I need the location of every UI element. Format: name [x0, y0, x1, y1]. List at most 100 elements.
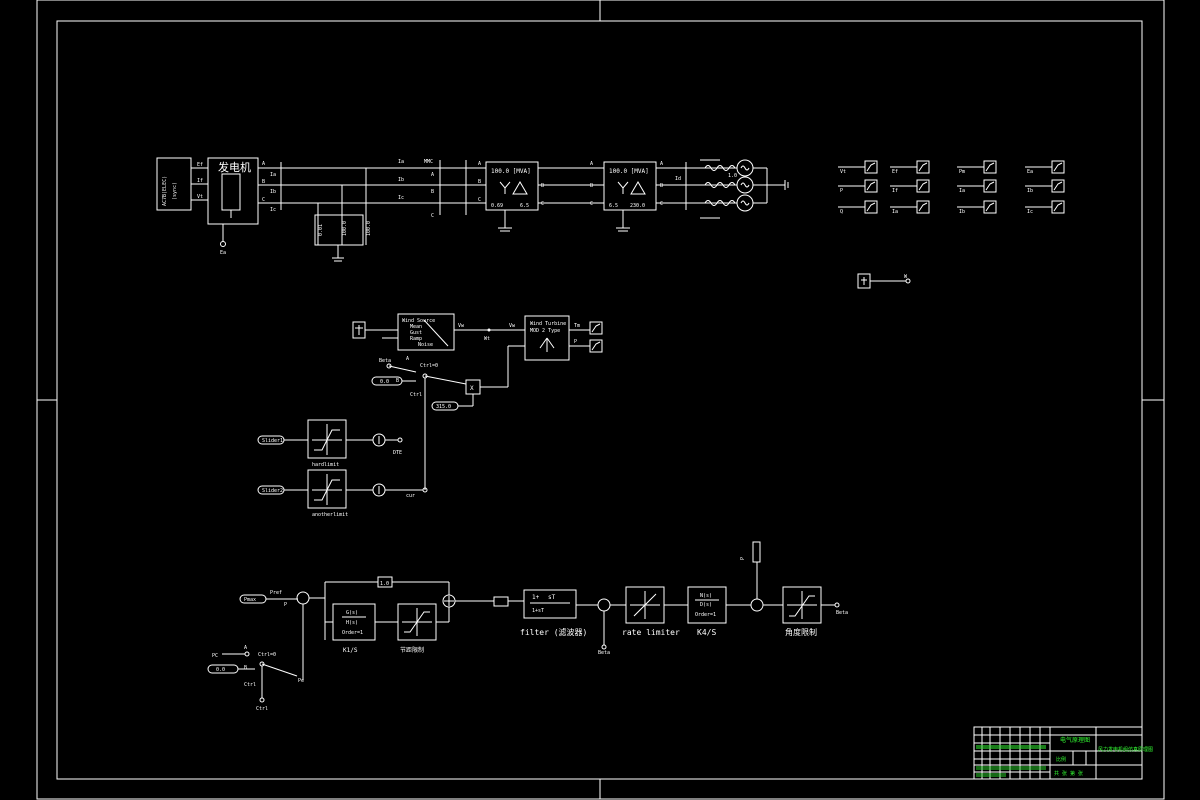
svg-text:6.5: 6.5	[520, 203, 529, 209]
timer-block[interactable]: W	[857, 273, 911, 289]
svg-text:Beta: Beta	[598, 650, 610, 656]
meter-trace	[918, 162, 928, 172]
ac-source[interactable]: Id 1.0	[675, 159, 789, 219]
svg-text:电气原理图: 电气原理图	[1060, 736, 1090, 744]
svg-text:0.0: 0.0	[216, 667, 225, 673]
meter-trace	[1053, 181, 1063, 191]
meter-trace	[918, 181, 928, 191]
generator-label: 发电机	[218, 160, 251, 174]
svg-text:P: P	[740, 557, 746, 560]
svg-text:P: P	[284, 602, 287, 608]
exciter-block[interactable]: AC7B(ELEC) (sync) Ef If Vt	[156, 157, 208, 211]
meter-label: Ia	[959, 188, 965, 194]
svg-text:A: A	[431, 172, 434, 178]
svg-text:Ic: Ic	[398, 195, 404, 201]
svg-text:Ia: Ia	[398, 159, 404, 165]
svg-text:Tm: Tm	[574, 323, 580, 329]
svg-text:0.01: 0.01	[318, 224, 324, 236]
limiter-1[interactable]: Slider1 hardlimit DTE	[257, 419, 403, 468]
svg-text:Ib: Ib	[270, 189, 276, 195]
svg-text:B: B	[660, 183, 663, 189]
svg-text:6.5: 6.5	[609, 203, 618, 209]
svg-text:A: A	[478, 161, 481, 167]
meter-trace	[985, 202, 995, 212]
limiter-2[interactable]: Slider2 anotherlimit cur	[257, 469, 428, 518]
meter-label: Ea	[1027, 169, 1033, 175]
svg-text:sT: sT	[548, 594, 556, 601]
svg-text:K1/S: K1/S	[343, 647, 358, 654]
svg-text:Vw: Vw	[458, 323, 465, 329]
svg-text:Noise: Noise	[418, 342, 433, 348]
svg-text:C: C	[660, 201, 663, 207]
svg-text:hardlimit: hardlimit	[312, 462, 339, 468]
meter-icon[interactable]	[1051, 179, 1065, 193]
beta-switch[interactable]: Beta A Ctrl=0 B 0.0 Ctrl X 315.0	[371, 345, 525, 490]
svg-text:比例: 比例	[1056, 756, 1066, 763]
meter-label: If	[892, 188, 898, 194]
pitch-control[interactable]: Pmax Pref P Pe 1.0 G(s) H(s) Order=1 K1/…	[239, 541, 848, 684]
svg-text:X: X	[470, 385, 474, 392]
meter-label: Ib	[1027, 188, 1033, 194]
meter-icon[interactable]	[983, 179, 997, 193]
svg-text:100.0 [MVA]: 100.0 [MVA]	[609, 168, 649, 175]
meter-icon[interactable]	[916, 200, 930, 214]
meter-icon[interactable]	[864, 179, 878, 193]
svg-text:1.0: 1.0	[728, 173, 737, 179]
svg-text:角度限制: 角度限制	[785, 627, 817, 637]
svg-text:Id: Id	[675, 176, 681, 182]
svg-text:Ic: Ic	[270, 207, 276, 213]
title-block: 电气原理图 风力发电机组仿真原理图 比例 共 张 第 张	[973, 726, 1153, 780]
svg-text:anotherlimit: anotherlimit	[312, 512, 348, 518]
svg-text:Ea: Ea	[220, 250, 226, 256]
svg-text:N(s): N(s)	[700, 593, 712, 599]
svg-text:C: C	[541, 201, 544, 207]
meter-icon[interactable]	[983, 160, 997, 174]
transformer-2[interactable]: 100.0 [MVA] 6.5 230.0 A B C	[603, 161, 663, 232]
svg-text:Order=1: Order=1	[342, 630, 363, 636]
meter-trace	[985, 162, 995, 172]
svg-text:B: B	[262, 179, 265, 185]
meter-icon[interactable]	[916, 160, 930, 174]
generator-block[interactable]: 发电机 Ea	[207, 157, 259, 256]
svg-text:节距限制: 节距限制	[400, 646, 424, 654]
svg-text:Ctrl: Ctrl	[410, 392, 422, 398]
meter-icon[interactable]	[983, 200, 997, 214]
svg-text:G(s): G(s)	[346, 610, 358, 616]
svg-text:Ctrl: Ctrl	[256, 706, 268, 712]
svg-text:Wind Turbine: Wind Turbine	[530, 321, 566, 327]
meter-icon[interactable]	[864, 200, 878, 214]
svg-text:rate limiter: rate limiter	[622, 628, 680, 637]
pitch-switch[interactable]: PC A Ctrl=0 0.0 B Ctrl Ctrl	[207, 645, 298, 712]
svg-text:DTE: DTE	[393, 450, 402, 456]
meter-label: P	[840, 188, 843, 194]
meter-trace	[1053, 202, 1063, 212]
transformer-1[interactable]: 100.0 [MVA] 0.69 6.5 B C A B C	[485, 161, 593, 232]
svg-text:1+: 1+	[532, 594, 540, 601]
svg-text:Gust: Gust	[410, 330, 422, 336]
svg-text:C: C	[262, 197, 265, 203]
svg-text:P: P	[574, 339, 577, 345]
svg-text:filter (滤波器): filter (滤波器)	[520, 627, 587, 637]
svg-text:D(s): D(s)	[700, 602, 712, 608]
wind-model[interactable]: Wind Source Mean Gust Ramp Noise Vw Wt V…	[352, 313, 603, 361]
svg-text:Ctrl: Ctrl	[244, 682, 256, 688]
meter-icon[interactable]	[1051, 160, 1065, 174]
svg-text:0.69: 0.69	[491, 203, 503, 209]
svg-text:1+sT: 1+sT	[532, 608, 544, 614]
svg-text:A: A	[660, 161, 663, 167]
meter-icon[interactable]	[864, 160, 878, 174]
meter-label: Ef	[892, 169, 898, 175]
svg-text:If: If	[197, 178, 203, 184]
meter-icon[interactable]	[1051, 200, 1065, 214]
svg-text:Order=1: Order=1	[695, 612, 716, 618]
meter-icon[interactable]	[916, 179, 930, 193]
svg-text:A: A	[262, 161, 265, 167]
meter-trace	[918, 202, 928, 212]
svg-text:B: B	[431, 189, 434, 195]
meter-label: Pm	[959, 169, 965, 175]
svg-text:Vw: Vw	[509, 323, 516, 329]
svg-text:100.0: 100.0	[342, 221, 348, 236]
svg-text:C: C	[478, 197, 481, 203]
svg-text:Wind Source: Wind Source	[402, 318, 435, 324]
